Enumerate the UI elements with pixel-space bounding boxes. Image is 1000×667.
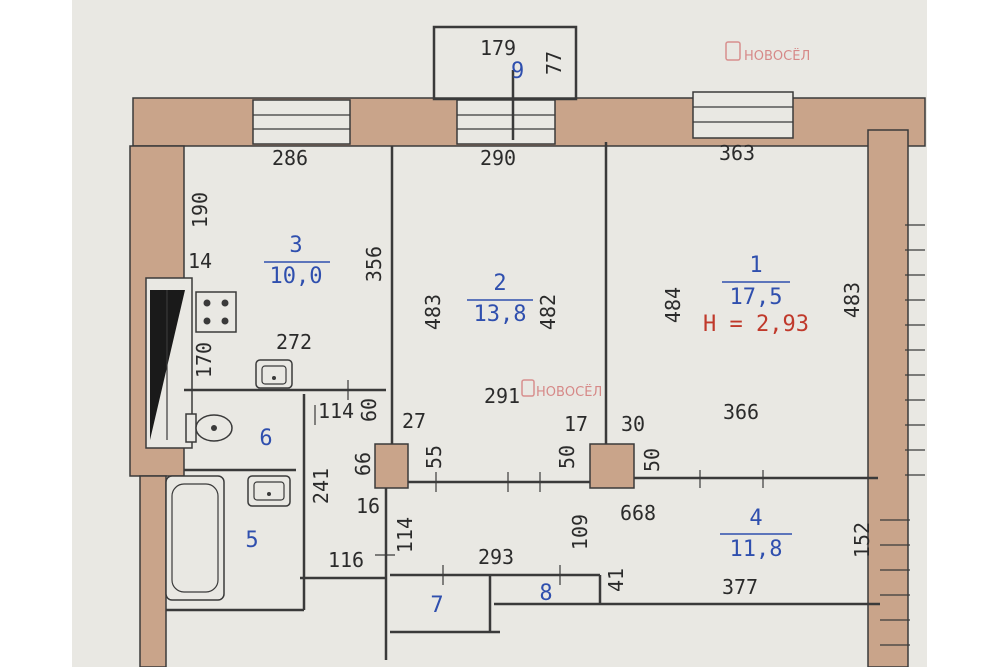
dim-room2-left: 483 — [421, 294, 445, 330]
window-room1 — [692, 91, 794, 139]
room-1-number: 1 — [749, 253, 762, 278]
dim-balcony-depth: 77 — [542, 51, 566, 75]
pillar-left — [374, 443, 409, 489]
dim-closet-293: 293 — [478, 545, 514, 569]
watermark-brand-top: НОВОСЁЛ — [744, 48, 810, 64]
window-left — [145, 277, 193, 449]
room-3-area: 10,0 — [270, 264, 323, 289]
dim-corridor-668: 668 — [620, 501, 656, 525]
bathroom-sink-icon — [247, 475, 291, 507]
watermark-center: НОВОСЁЛ — [521, 379, 602, 400]
window-room2 — [456, 99, 556, 145]
stove-icon — [195, 291, 237, 333]
dim-corridor-114: 114 — [393, 517, 417, 553]
room-6-number: 6 — [259, 426, 272, 451]
dim-corridor-152: 152 — [850, 522, 874, 558]
door-ticks — [314, 380, 764, 585]
dim-wc-top: 114 — [318, 399, 354, 423]
left-wall-lower — [139, 475, 167, 667]
dim-room3-left-upper: 190 — [188, 192, 212, 228]
dim-pillar-h2: 55 — [422, 445, 446, 469]
balcony — [432, 25, 578, 101]
dim-kitchen-front: 272 — [276, 330, 312, 354]
dim-corridor-109: 109 — [568, 514, 592, 550]
room-7-number: 7 — [430, 593, 443, 618]
dim-balcony-width: 179 — [480, 36, 516, 60]
room-4-number: 4 — [749, 506, 762, 531]
window-room3 — [252, 99, 351, 145]
room-1-area: 17,5 — [730, 285, 783, 310]
ceiling-height: Н = 2,93 — [703, 312, 809, 337]
room-3-number: 3 — [289, 233, 302, 258]
dim-pillar-c: 30 — [621, 412, 645, 436]
toilet-icon — [185, 413, 233, 443]
dim-room1-left: 484 — [661, 287, 685, 323]
room-9-number: 9 — [511, 59, 524, 84]
dim-room2-right: 482 — [536, 294, 560, 330]
room-2-area: 13,8 — [474, 302, 527, 327]
room-5-number: 5 — [245, 528, 258, 553]
dim-room1-right: 483 — [840, 282, 864, 318]
dim-wc-top2: 60 — [357, 398, 381, 422]
room-8-number: 8 — [539, 581, 552, 606]
dim-pillar-b: 17 — [564, 412, 588, 436]
dim-room3-right: 356 — [362, 246, 386, 282]
room-4-area: 11,8 — [730, 537, 783, 562]
watermark-brand-center: НОВОСЁЛ — [536, 384, 602, 400]
dim-bath-height: 241 — [309, 468, 333, 504]
room-2-number: 2 — [493, 271, 506, 296]
dim-room1-width: 363 — [719, 141, 755, 165]
dim-room3-left-lower: 170 — [192, 342, 216, 378]
pillar-right — [589, 443, 635, 489]
dim-pillar-a: 27 — [402, 409, 426, 433]
kitchen-sink-icon — [255, 359, 293, 389]
dim-small-16: 16 — [356, 494, 380, 518]
staircase — [880, 224, 925, 646]
dim-corridor-377: 377 — [722, 575, 758, 599]
dim-room2-bottom: 291 — [484, 384, 520, 408]
watermark-top: НОВОСЁЛ — [725, 41, 810, 64]
dim-pillar-h4: 50 — [640, 448, 664, 472]
bathtub-icon — [165, 475, 225, 601]
dim-pillar-h3: 50 — [555, 445, 579, 469]
dim-room3-left-mid: 14 — [188, 249, 212, 273]
dim-corridor-116: 116 — [328, 548, 364, 572]
dim-closet-41: 41 — [604, 568, 628, 592]
dim-room2-width: 290 — [480, 146, 516, 170]
dim-pillar-h1: 66 — [351, 452, 375, 476]
dim-room1-bottom: 366 — [723, 400, 759, 424]
right-wall — [867, 129, 909, 667]
dim-room3-width: 286 — [272, 146, 308, 170]
